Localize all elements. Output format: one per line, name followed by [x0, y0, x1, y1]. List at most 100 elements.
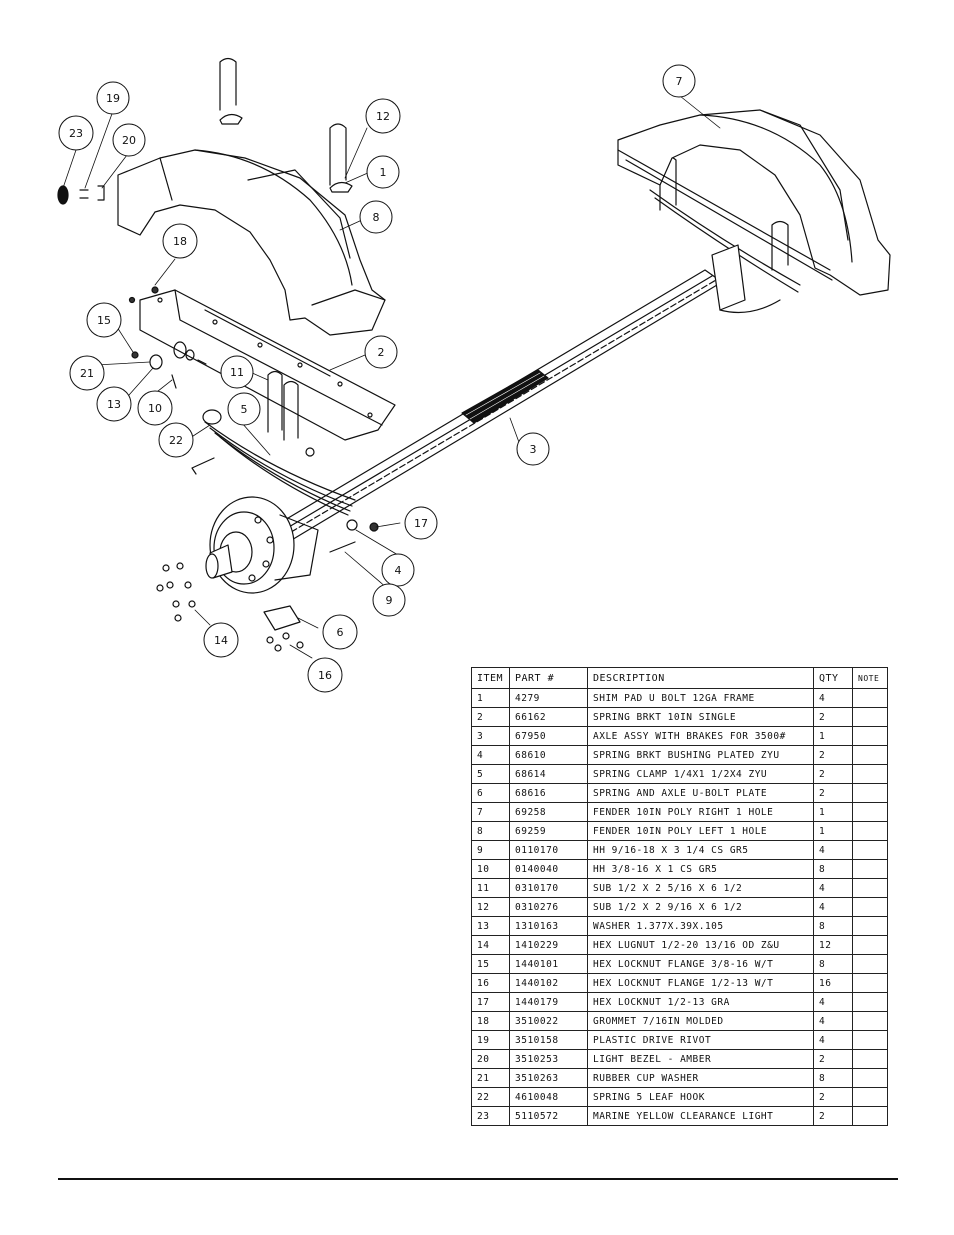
cell-part: 3510263: [509, 1068, 588, 1088]
cell-part: 4610048: [509, 1087, 588, 1107]
cell-part: 3510158: [509, 1030, 588, 1050]
cell-part: 3510253: [509, 1049, 588, 1069]
callout-7: 7: [676, 75, 683, 88]
cell-part: 68616: [509, 783, 588, 803]
exploded-assembly-diagram: 23 19 20 12 1 8 7 18 15 2 21 11 13 10 5 …: [57, 57, 891, 693]
cell-item: 20: [471, 1049, 510, 1069]
cell-part: 0140040: [509, 859, 588, 879]
cell-note: [852, 745, 888, 765]
leaf-spring: [202, 409, 356, 516]
loose-hardware: [57, 185, 379, 652]
cell-item: 4: [471, 745, 510, 765]
cell-item: 5: [471, 764, 510, 784]
cell-note: [852, 1106, 888, 1126]
cell-item: 21: [471, 1068, 510, 1088]
cell-description: HH 9/16-18 X 3 1/4 CS GR5: [587, 840, 814, 860]
cell-note: [852, 954, 888, 974]
cell-description: HEX LOCKNUT 1/2-13 GRA: [587, 992, 814, 1012]
cell-qty: 4: [813, 840, 853, 860]
cell-part: 0110170: [509, 840, 588, 860]
cell-description: RUBBER CUP WASHER: [587, 1068, 814, 1088]
spring-bracket: [139, 289, 396, 441]
callout-17: 17: [414, 517, 428, 530]
cell-note: [852, 916, 888, 936]
cell-note: [852, 783, 888, 803]
cell-note: [852, 821, 888, 841]
cell-note: [852, 688, 888, 708]
footer-rule: [58, 1178, 898, 1180]
cell-description: AXLE ASSY WITH BRAKES FOR 3500#: [587, 726, 814, 746]
cell-description: SPRING CLAMP 1/4X1 1/2X4 ZYU: [587, 764, 814, 784]
cell-description: PLASTIC DRIVE RIVOT: [587, 1030, 814, 1050]
callout-19: 19: [106, 92, 120, 105]
cell-description: SPRING AND AXLE U-BOLT PLATE: [587, 783, 814, 803]
cell-qty: 4: [813, 1011, 853, 1031]
header-description: DESCRIPTION: [587, 667, 814, 689]
header-note: NOTE: [852, 667, 888, 689]
cell-qty: 4: [813, 878, 853, 898]
callout-21: 21: [80, 367, 94, 380]
cell-part: 4279: [509, 688, 588, 708]
header-part-number: PART #: [509, 667, 588, 689]
left-hub-drum: [205, 496, 319, 594]
cell-item: 9: [471, 840, 510, 860]
cell-note: [852, 973, 888, 993]
cell-qty: 8: [813, 859, 853, 879]
callout-20: 20: [122, 134, 136, 147]
cell-description: HEX LOCKNUT FLANGE 3/8-16 W/T: [587, 954, 814, 974]
cell-item: 12: [471, 897, 510, 917]
cell-item: 3: [471, 726, 510, 746]
cell-item: 18: [471, 1011, 510, 1031]
cell-note: [852, 764, 888, 784]
cell-item: 10: [471, 859, 510, 879]
cell-qty: 8: [813, 954, 853, 974]
cell-description: SPRING BRKT BUSHING PLATED ZYU: [587, 745, 814, 765]
cell-item: 14: [471, 935, 510, 955]
cell-part: 1440102: [509, 973, 588, 993]
cell-note: [852, 992, 888, 1012]
header-item: ITEM: [471, 667, 510, 689]
cell-description: SHIM PAD U BOLT 12GA FRAME: [587, 688, 814, 708]
cell-description: LIGHT BEZEL - AMBER: [587, 1049, 814, 1069]
cell-item: 11: [471, 878, 510, 898]
cell-part: 3510022: [509, 1011, 588, 1031]
cell-item: 22: [471, 1087, 510, 1107]
callout-3: 3: [530, 443, 537, 456]
cell-description: HEX LUGNUT 1/2-20 13/16 OD Z&U: [587, 935, 814, 955]
axle-assembly: [267, 269, 723, 545]
cell-part: 68610: [509, 745, 588, 765]
cell-item: 2: [471, 707, 510, 727]
cell-description: HEX LOCKNUT FLANGE 1/2-13 W/T: [587, 973, 814, 993]
right-fender: [617, 109, 891, 296]
callout-18: 18: [173, 235, 187, 248]
cell-qty: 4: [813, 897, 853, 917]
cell-part: 1410229: [509, 935, 588, 955]
cell-qty: 1: [813, 802, 853, 822]
cell-description: HH 3/8-16 X 1 CS GR5: [587, 859, 814, 879]
callout-4: 4: [395, 564, 402, 577]
callout-5: 5: [241, 403, 248, 416]
cell-qty: 2: [813, 745, 853, 765]
callout-labels: 23 19 20 12 1 8 7 18 15 2 21 11 13 10 5 …: [69, 75, 683, 682]
cell-note: [852, 1087, 888, 1107]
cell-qty: 2: [813, 783, 853, 803]
callout-2: 2: [378, 346, 385, 359]
cell-item: 13: [471, 916, 510, 936]
cell-note: [852, 1011, 888, 1031]
cell-qty: 1: [813, 821, 853, 841]
callout-22: 22: [169, 434, 183, 447]
callout-8: 8: [373, 211, 380, 224]
